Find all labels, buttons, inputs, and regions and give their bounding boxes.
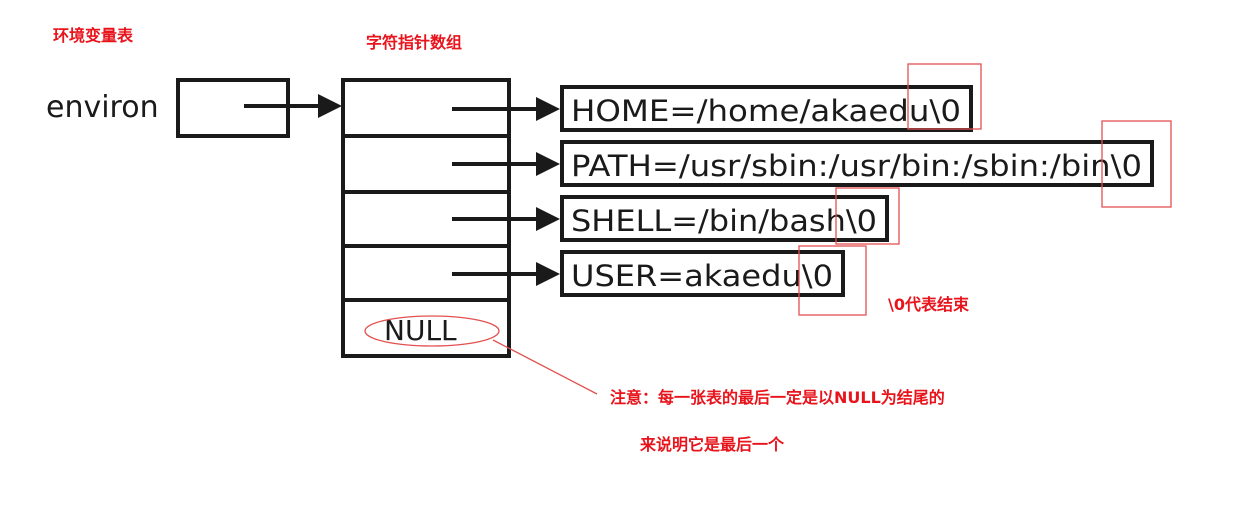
- string-arrows: [452, 97, 560, 286]
- null-note-line2: 来说明它是最后一个: [640, 435, 785, 454]
- null-label: NULL: [384, 314, 457, 347]
- terminator-highlight-path: [1101, 120, 1172, 208]
- string-arrow-head: [536, 152, 560, 176]
- env-table-title: 环境变量表: [53, 26, 134, 45]
- env-string-shell: SHELL=/bin/bash\0: [571, 204, 877, 238]
- string-arrow-head: [536, 262, 560, 286]
- env-string-user: USER=akaedu\0: [571, 259, 833, 293]
- env-string-box-home: [560, 85, 973, 132]
- terminator-note: \0代表结束: [888, 295, 969, 314]
- pointer-array-title: 字符指针数组: [366, 33, 463, 52]
- null-note-leader-line: [492, 339, 598, 395]
- terminator-highlight-home: [907, 63, 982, 130]
- string-arrow-head: [536, 207, 560, 231]
- null-note-line1: 注意：每一张表的最后一定是以NULL为结尾的: [610, 388, 945, 407]
- env-string-box-user: [560, 250, 845, 297]
- null-highlight-ellipse: [364, 315, 500, 347]
- env-string-box-path: [560, 140, 1154, 187]
- env-string-box-shell: [560, 195, 889, 242]
- env-string-home: HOME=/home/akaedu\0: [571, 94, 961, 128]
- terminator-highlights: [798, 63, 1172, 316]
- array-cell-null: [341, 298, 511, 358]
- env-string-boxes: HOME=/home/akaedu\0 PATH=/usr/sbin:/usr/…: [560, 85, 1154, 297]
- environ-label: environ: [46, 90, 159, 125]
- terminator-highlight-shell: [835, 187, 900, 245]
- environ-arrow-head: [318, 94, 342, 118]
- string-arrow-head: [536, 97, 560, 121]
- terminator-highlight-user: [798, 245, 867, 316]
- env-string-path: PATH=/usr/sbin:/usr/bin:/sbin:/bin\0: [571, 149, 1142, 183]
